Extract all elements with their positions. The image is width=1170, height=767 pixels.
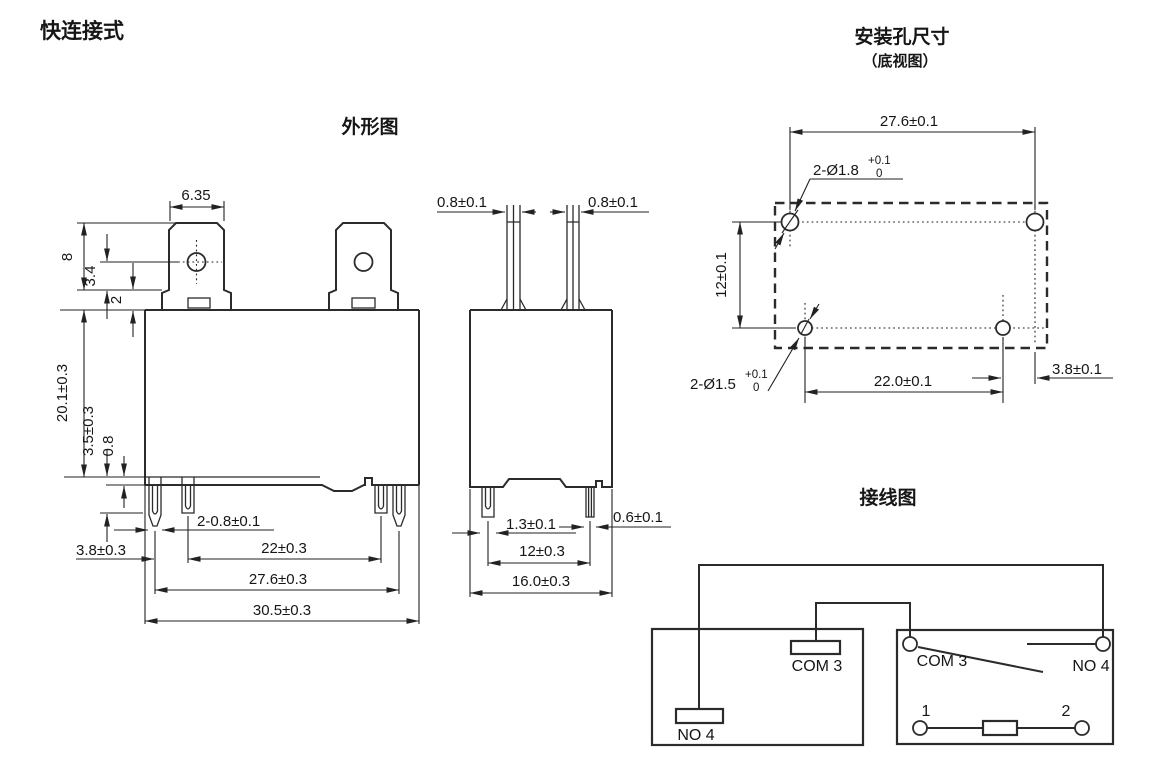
front-body-bottom-contour <box>145 477 419 492</box>
wiring-no-wire <box>698 564 1104 709</box>
front-pin-root-ticks <box>148 477 195 485</box>
wiring-diagram: COM 3 NO 4 COM 3 NO 4 1 2 <box>650 564 1115 747</box>
dim-standoff: 3.5±0.3 <box>80 406 97 456</box>
front-ext-lines-bottom <box>144 485 420 624</box>
dim-top-span: 27.6±0.1 <box>880 113 938 130</box>
wiring-no-contact <box>1095 636 1111 652</box>
front-view <box>144 222 420 527</box>
side-tab-left <box>506 205 521 310</box>
wiring-left-no-label: NO 4 <box>677 727 714 744</box>
wiring-com-wire <box>815 602 911 641</box>
dim-tab-width: 6.35 <box>181 187 210 204</box>
dim-bottom-span: 22.0±0.1 <box>874 373 932 390</box>
wiring-left-com-label: COM 3 <box>792 658 843 675</box>
dim-right-offset: 3.8±0.1 <box>1052 361 1102 378</box>
dim-body-height: 20.1±0.3 <box>54 364 71 422</box>
dim-tab-thickness-right: 0.8±0.1 <box>588 194 638 211</box>
mounting-hole-view: 27.6±0.1 2-Ø1.8 +0.1 0 12±0.1 2-Ø1.5 +0.… <box>690 113 1113 403</box>
side-view-dimensions: 0.8±0.1 0.8±0.1 1.3±0.1 0.6±0.1 12±0.3 1… <box>437 194 671 597</box>
dim-pin-left-width: 1.3±0.1 <box>506 516 556 533</box>
front-pin-4 <box>392 485 406 527</box>
side-ext-body-depth <box>469 489 613 597</box>
front-tab-right <box>328 222 399 310</box>
top-hole-tol-lower: 0 <box>876 168 882 180</box>
side-view <box>469 205 613 518</box>
wiring-coil <box>981 719 1019 737</box>
dim-tab-height: 8 <box>59 253 76 261</box>
mounting-subtitle: （底视图） <box>862 52 937 70</box>
dim-shoulder: 2 <box>108 296 125 304</box>
bottom-hole-label: 2-Ø1.5 <box>690 376 736 393</box>
front-ext-lines-tab <box>169 201 225 221</box>
front-pin-3 <box>374 485 388 514</box>
wiring-switch-blade <box>917 646 1044 673</box>
wiring-coil-pin2-label: 2 <box>1062 703 1071 720</box>
wiring-right-no-label: NO 4 <box>1072 658 1109 675</box>
mounting-hole-top-right <box>1025 212 1045 232</box>
dim-pin-span-outer: 27.6±0.3 <box>249 571 307 588</box>
front-pin-2 <box>181 485 195 514</box>
wiring-coil-pin1 <box>912 720 928 736</box>
front-ext-lines-left <box>60 222 178 514</box>
wiring-left-com-terminal <box>789 639 842 656</box>
bottom-hole-tol-upper: +0.1 <box>745 369 768 381</box>
mounting-outline-dashed <box>773 201 1049 350</box>
bottom-hole-tol-lower: 0 <box>753 382 759 394</box>
front-tab-left <box>161 222 232 310</box>
dim-row-gap: 12±0.1 <box>713 252 730 298</box>
dim-tab-thickness-left: 0.8±0.1 <box>437 194 487 211</box>
top-hole-label: 2-Ø1.8 <box>813 162 859 179</box>
side-ext-pin-span <box>487 521 591 566</box>
dim-pin-right-width: 0.6±0.1 <box>613 509 663 526</box>
dim-pin-width: 2-0.8±0.1 <box>197 513 260 530</box>
top-hole-slash <box>781 209 799 234</box>
front-tab-right-notch <box>351 297 376 309</box>
dim-flange: 0.8 <box>100 436 117 457</box>
page-title: 快连接式 <box>40 19 124 43</box>
wiring-left-no-terminal <box>674 707 725 725</box>
mounting-ext-top <box>789 127 1036 210</box>
dim-body-depth: 16.0±0.3 <box>512 573 570 590</box>
dim-pin-span-inner: 22±0.3 <box>261 540 307 557</box>
side-tab-left-flare <box>500 298 527 311</box>
wiring-coil-pin2 <box>1074 720 1090 736</box>
front-tab-left-hole <box>186 252 207 272</box>
wiring-right-com-label: COM 3 <box>917 653 968 670</box>
front-view-dimensions: 6.35 8 3.4 2 20.1±0.3 3.5±0.3 0.8 2-0.8±… <box>54 187 420 624</box>
mounting-hole-bottom-right <box>995 320 1011 336</box>
side-pin-left <box>481 487 495 518</box>
side-body-bottom-contour <box>469 477 613 488</box>
side-tab-right <box>566 205 580 310</box>
outline-title: 外形图 <box>341 115 398 138</box>
wiring-com-contact <box>902 636 918 652</box>
mounting-ext-left <box>732 221 796 329</box>
top-hole-tol-upper: +0.1 <box>868 155 891 167</box>
mounting-title: 安装孔尺寸 <box>854 25 949 48</box>
mounting-hole-bottom-left <box>797 320 813 336</box>
dim-pin-span: 12±0.3 <box>519 543 565 560</box>
bottom-hole-slash <box>800 318 810 335</box>
wiring-title: 接线图 <box>859 486 916 509</box>
dim-hole-center: 3.4 <box>82 266 99 287</box>
wiring-right-box <box>895 628 1115 746</box>
side-pin-right <box>585 487 595 518</box>
dim-body-width: 30.5±0.3 <box>253 602 311 619</box>
dim-pin-offset: 3.8±0.3 <box>76 542 126 559</box>
front-tab-right-hole <box>353 252 374 272</box>
wiring-left-box <box>650 627 865 747</box>
wiring-coil-pin1-label: 1 <box>922 703 931 720</box>
front-pin-1 <box>148 485 162 527</box>
side-tab-right-flare <box>560 298 586 311</box>
front-tab-left-notch <box>187 297 211 309</box>
